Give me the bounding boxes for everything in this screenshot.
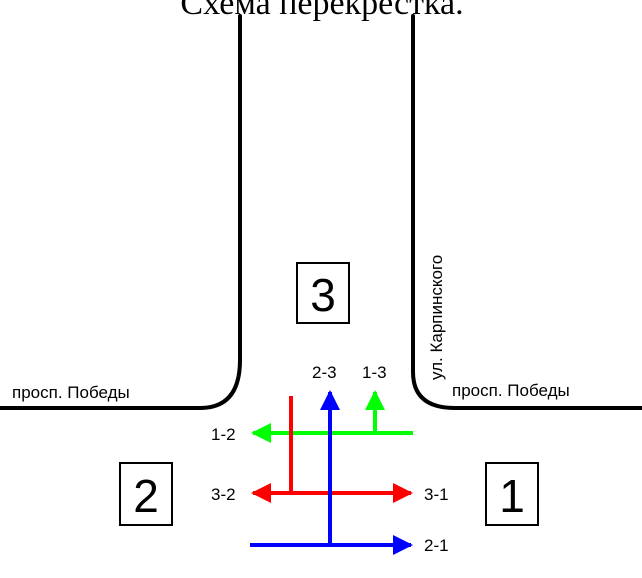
street-label-left: просп. Победы (12, 383, 130, 402)
flow-label-1-2: 1-2 (211, 425, 236, 444)
flow-label-1-3: 1-3 (362, 363, 387, 382)
diagram-title: Схема перекрестка. (180, 0, 463, 22)
zone-3-box: 3 (296, 262, 350, 324)
road-edge-right (411, 14, 642, 410)
zone-1-box: 1 (485, 462, 539, 526)
flow-from-1 (251, 390, 413, 443)
street-label-vertical: ул. Карпинского (427, 255, 446, 380)
flow-from-2 (250, 390, 413, 555)
flow-label-3-1: 3-1 (424, 485, 449, 504)
zone-3-label: 3 (310, 269, 336, 321)
flow-from-3 (251, 396, 413, 503)
street-label-right: просп. Победы (452, 381, 570, 400)
zone-1-label: 1 (499, 470, 525, 522)
flow-label-2-1: 2-1 (424, 536, 449, 555)
flow-label-3-2: 3-2 (211, 485, 236, 504)
zone-2-box: 2 (119, 462, 173, 526)
zone-2-label: 2 (133, 470, 159, 522)
flow-label-2-3: 2-3 (312, 363, 337, 382)
road-edge-left (0, 14, 242, 410)
